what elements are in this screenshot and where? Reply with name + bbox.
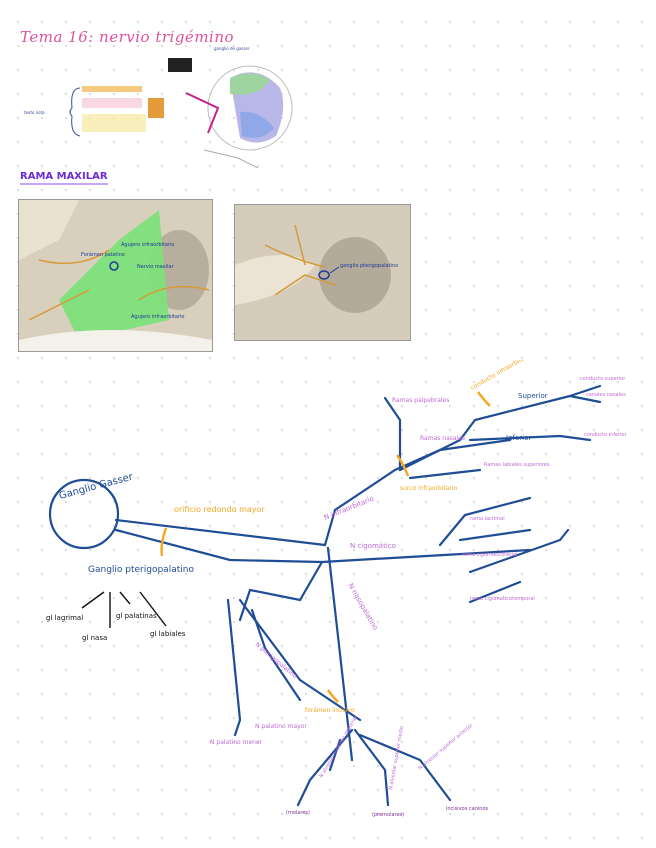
trigeminal-overview-figure: texto nota ganglio de gasser bbox=[18, 38, 298, 169]
label-foramen-redondo: orificio redondo mayor bbox=[174, 505, 265, 514]
svg-text:ganglio de gasser: ganglio de gasser bbox=[214, 46, 250, 51]
alveolar-trunk bbox=[326, 546, 354, 762]
photo-label-ganglio: ganglio pterigopalatino bbox=[340, 263, 398, 269]
label-ganglion-gasser: Ganglio Gasser bbox=[58, 471, 135, 502]
label-incisivos: incisivos caninos bbox=[446, 806, 489, 812]
label-ramas-nasales: Ramas nasales bbox=[420, 435, 465, 442]
label-alveolar-anterior: N alveolar superior anterior bbox=[417, 722, 474, 772]
label-conducto-superior: conducto superior bbox=[580, 376, 626, 382]
maxillary-anatomy-photo-left: Forámen palatino Agujero infraorbitario … bbox=[18, 199, 213, 352]
label-rama-lacrimal: rama lacrimal bbox=[470, 516, 505, 522]
label-molares: (molares) bbox=[286, 810, 310, 816]
label-conducto-infraorbitario: conducto infraorbitario bbox=[470, 360, 533, 392]
ganglion-gasser-circle bbox=[48, 478, 120, 550]
label-palatino-menor: N palatino menor bbox=[210, 739, 263, 746]
photo-label-4: Agujero infraorbitario bbox=[131, 314, 184, 320]
label-gl-nasa: gl nasa bbox=[82, 634, 107, 642]
label-ramas-palpebrales: Ramas palpebrales bbox=[392, 397, 449, 404]
label-gl-labiales: gl labiales bbox=[150, 630, 186, 638]
maxillary-nerve-diagram: Ganglio Gasser orificio redondo mayor N … bbox=[46, 360, 628, 818]
label-ramas-labiales: Ramas labiales superiores bbox=[484, 462, 550, 468]
section-heading: RAMA MAXILAR bbox=[20, 171, 108, 185]
label-superior: Superior bbox=[518, 392, 548, 400]
trunk-upper bbox=[114, 438, 512, 547]
label-gl-palatinas: gl palatinas bbox=[116, 612, 157, 620]
label-alveolar-posterior: N alveolar superior posterior bbox=[319, 713, 360, 779]
maxillary-anatomy-photo-right: ganglio pterigopalatino bbox=[234, 204, 411, 341]
label-inferior: Inferior bbox=[506, 434, 531, 442]
photo-label-3: Nervio maxilar bbox=[137, 264, 175, 270]
label-rama-cigomaticofacial: rama cigomaticofacial bbox=[462, 552, 518, 558]
label-premolares: (premolares) bbox=[372, 812, 404, 818]
label-gl-lagrimal: gl lagrimal bbox=[46, 614, 83, 622]
label-n-nasopalatino-main: N nasopalatino bbox=[346, 582, 379, 631]
label-rama-cigomaticotemporal: rama cigomaticotemporal bbox=[470, 596, 535, 602]
svg-text:texto nota: texto nota bbox=[24, 110, 45, 115]
label-palatino-mayor: N palatino mayor bbox=[255, 723, 307, 730]
photo-label-1: Forámen palatino bbox=[81, 251, 125, 258]
photo-label-2: Agujero infraorbitario bbox=[121, 242, 174, 248]
label-conducto-inferior: conducto inferior bbox=[584, 432, 628, 438]
page-title: Tema 16: nervio trigémino bbox=[20, 28, 235, 46]
label-alveolar-medio: N alveolar superior medio bbox=[388, 726, 405, 791]
label-surco-infraorbitario: surco infraorbitario bbox=[400, 485, 458, 492]
trunk-middle bbox=[114, 528, 532, 564]
label-n-cigomatico: N cigomático bbox=[350, 542, 396, 550]
label-forame-incisivo: forámen incisivo bbox=[305, 707, 355, 714]
label-n-infraorbitario: N infraorbitario bbox=[323, 495, 375, 522]
label-ganglio-pterigopalatino: Ganglio pterigopalatino bbox=[88, 565, 194, 575]
label-canales-nasales: canales nasales bbox=[586, 392, 626, 398]
